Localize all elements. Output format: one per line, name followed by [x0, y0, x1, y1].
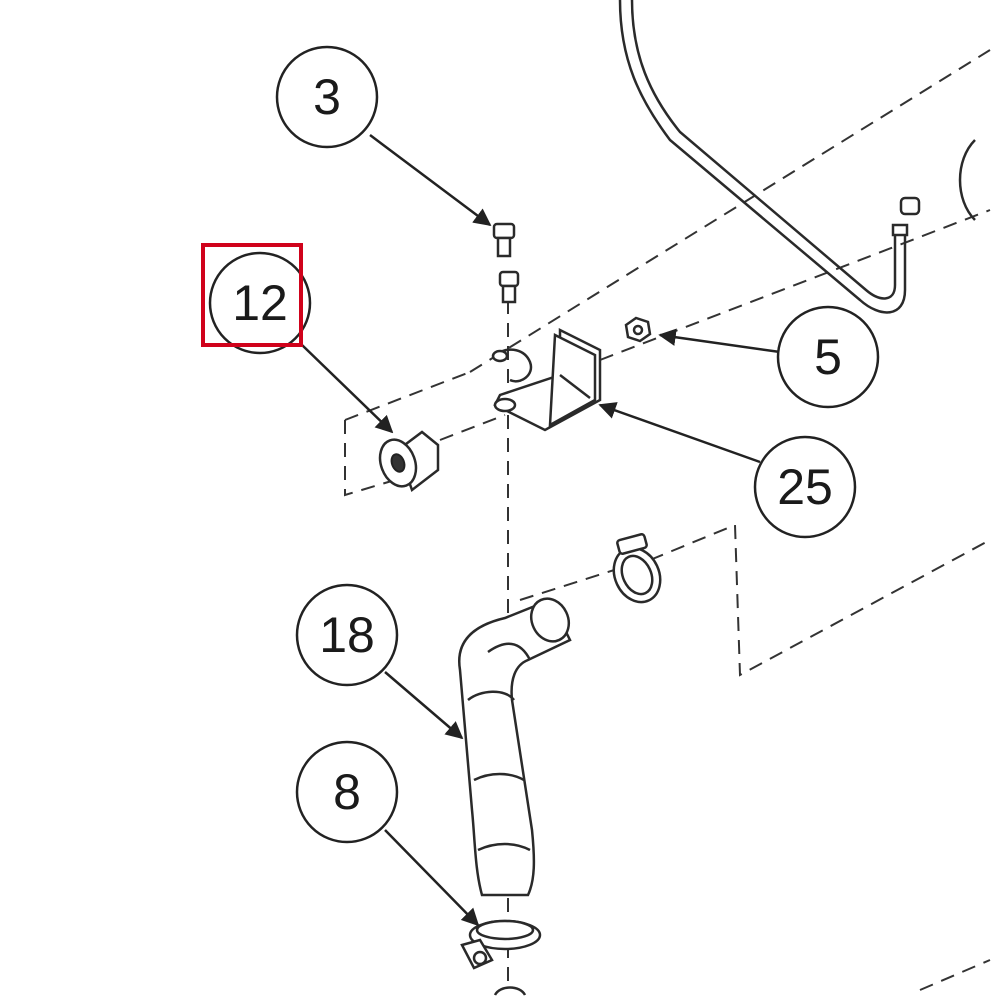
- callout-12-label: 12: [232, 275, 288, 331]
- callout-25-label: 25: [777, 459, 833, 515]
- spacer-bushing-part: [378, 430, 440, 493]
- bolt-parts: [492, 222, 520, 304]
- callout-18: 18: [295, 583, 399, 687]
- dashed-outline-lines: [344, 49, 991, 991]
- lower-clamp-part: [460, 919, 542, 996]
- callout-5: 5: [776, 305, 880, 409]
- leader-lines: [301, 134, 781, 927]
- fuel-tube: [618, 0, 976, 314]
- callout-18-label: 18: [319, 607, 375, 663]
- highlight-box: [201, 243, 303, 347]
- bracket-part: [491, 327, 602, 432]
- callout-12: 12: [201, 243, 312, 355]
- callout-8: 8: [295, 740, 399, 844]
- callout-25: 25: [753, 435, 857, 539]
- callout-3-label: 3: [313, 69, 341, 125]
- upper-clamp-part: [612, 533, 662, 604]
- hose-part: [457, 597, 572, 897]
- callout-3: 3: [275, 45, 379, 149]
- nut-part: [624, 316, 652, 343]
- callout-8-label: 8: [333, 764, 361, 820]
- callout-5-label: 5: [814, 329, 842, 385]
